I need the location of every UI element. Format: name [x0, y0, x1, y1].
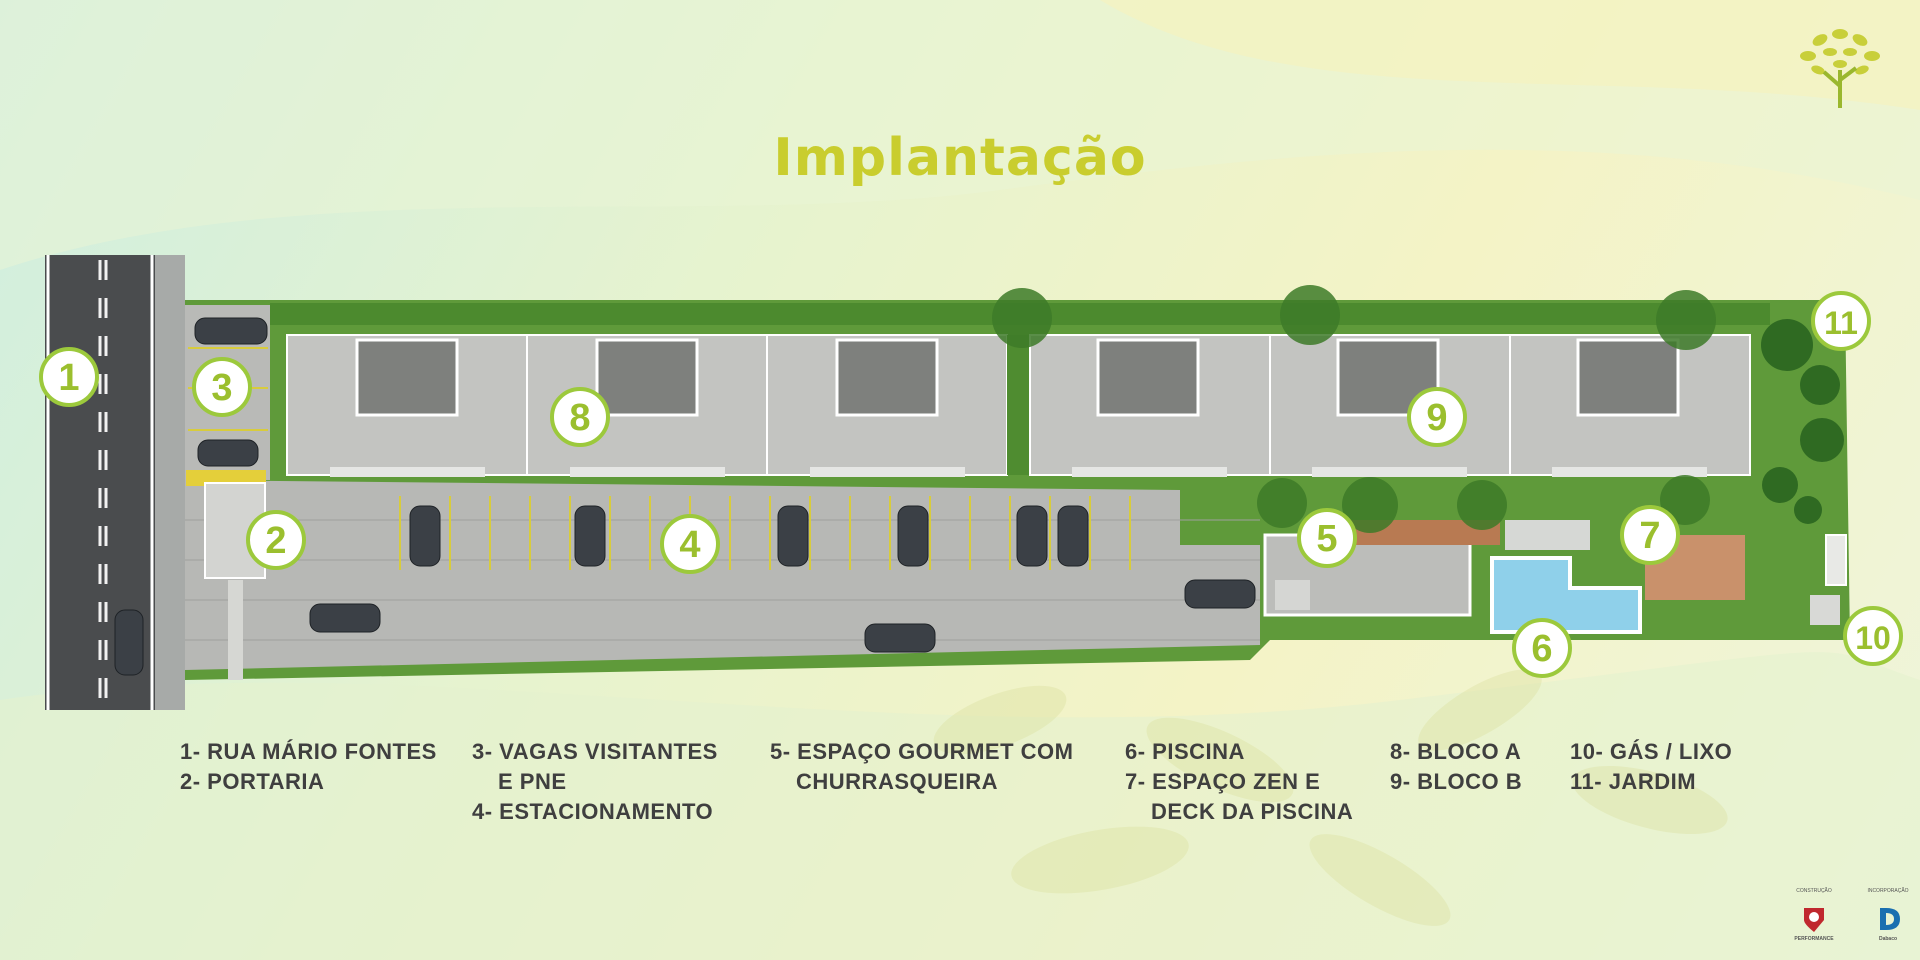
d-logo-icon	[1880, 908, 1900, 930]
marker-6: 6	[1512, 618, 1572, 678]
legend-item: 10- GÁS / LIXO	[1570, 739, 1733, 764]
legend-col-4: 6- PISCINA 7- ESPAÇO ZEN E DECK DA PISCI…	[1125, 737, 1353, 827]
marker-8: 8	[550, 387, 610, 447]
legend-item: CHURRASQUEIRA	[796, 769, 999, 794]
legend-col-2: 3- VAGAS VISITANTES E PNE 4- ESTACIONAME…	[472, 737, 718, 827]
marker-4: 4	[660, 514, 720, 574]
page-title: Implantação	[773, 128, 1147, 188]
marker-label: 5	[1316, 518, 1337, 560]
marker-label: 6	[1531, 628, 1552, 670]
marker-label: 9	[1426, 397, 1447, 439]
marker-label: 2	[265, 520, 286, 562]
legend-item: E PNE	[498, 769, 567, 794]
legend-item: 7- ESPAÇO ZEN E	[1125, 769, 1321, 794]
legend-item: 3- VAGAS VISITANTES	[472, 739, 718, 764]
marker-label: 10	[1855, 620, 1891, 656]
marker-7: 7	[1620, 505, 1680, 565]
shrub-icon	[1761, 319, 1844, 524]
marker-label: 4	[679, 524, 700, 566]
marker-1: 1	[39, 347, 99, 407]
marker-9: 9	[1407, 387, 1467, 447]
block-a	[286, 334, 1008, 477]
marker-10: 10	[1843, 606, 1903, 666]
legend-item: 4- ESTACIONAMENTO	[472, 799, 714, 824]
legend-item: 8- BLOCO A	[1390, 739, 1522, 764]
marker-label: 7	[1639, 515, 1660, 557]
marker-label: 1	[58, 357, 79, 399]
marker-5: 5	[1297, 508, 1357, 568]
legend-item: 5- ESPAÇO GOURMET COM	[770, 739, 1074, 764]
marker-label: 3	[211, 367, 232, 409]
marker-label: 11	[1824, 305, 1858, 341]
parking-area	[185, 480, 1260, 670]
builder-logo: CONSTRUÇÃO PERFORMANCE	[1794, 888, 1834, 942]
legend-col-1: 1- RUA MÁRIO FONTES 2- PORTARIA	[180, 737, 437, 797]
legend-col-5: 8- BLOCO A 9- BLOCO B	[1390, 737, 1522, 797]
car-icon	[114, 317, 1256, 676]
legend-item: 11- JARDIM	[1570, 769, 1697, 794]
tree-logo-icon	[1800, 29, 1880, 108]
marker-label: 8	[569, 397, 590, 439]
legend-item: DECK DA PISCINA	[1151, 799, 1354, 824]
legend-col-6: 10- GÁS / LIXO 11- JARDIM	[1570, 737, 1732, 797]
block-b	[1029, 334, 1751, 477]
shield-icon	[1804, 908, 1824, 932]
legend-item: 9- BLOCO B	[1390, 769, 1523, 794]
developer-logo: INCORPORAÇÃO Dabaco	[1867, 888, 1909, 942]
marker-3: 3	[192, 357, 252, 417]
palm-tree-icon	[992, 285, 1716, 533]
pool	[1490, 556, 1642, 634]
legend-col-3: 5- ESPAÇO GOURMET COM CHURRASQUEIRA	[770, 737, 1073, 797]
legend-item: 2- PORTARIA	[180, 769, 325, 794]
marker-11: 11	[1811, 291, 1871, 351]
legend-item: 6- PISCINA	[1125, 739, 1245, 764]
marker-2: 2	[246, 510, 306, 570]
legend-item: 1- RUA MÁRIO FONTES	[180, 739, 437, 764]
